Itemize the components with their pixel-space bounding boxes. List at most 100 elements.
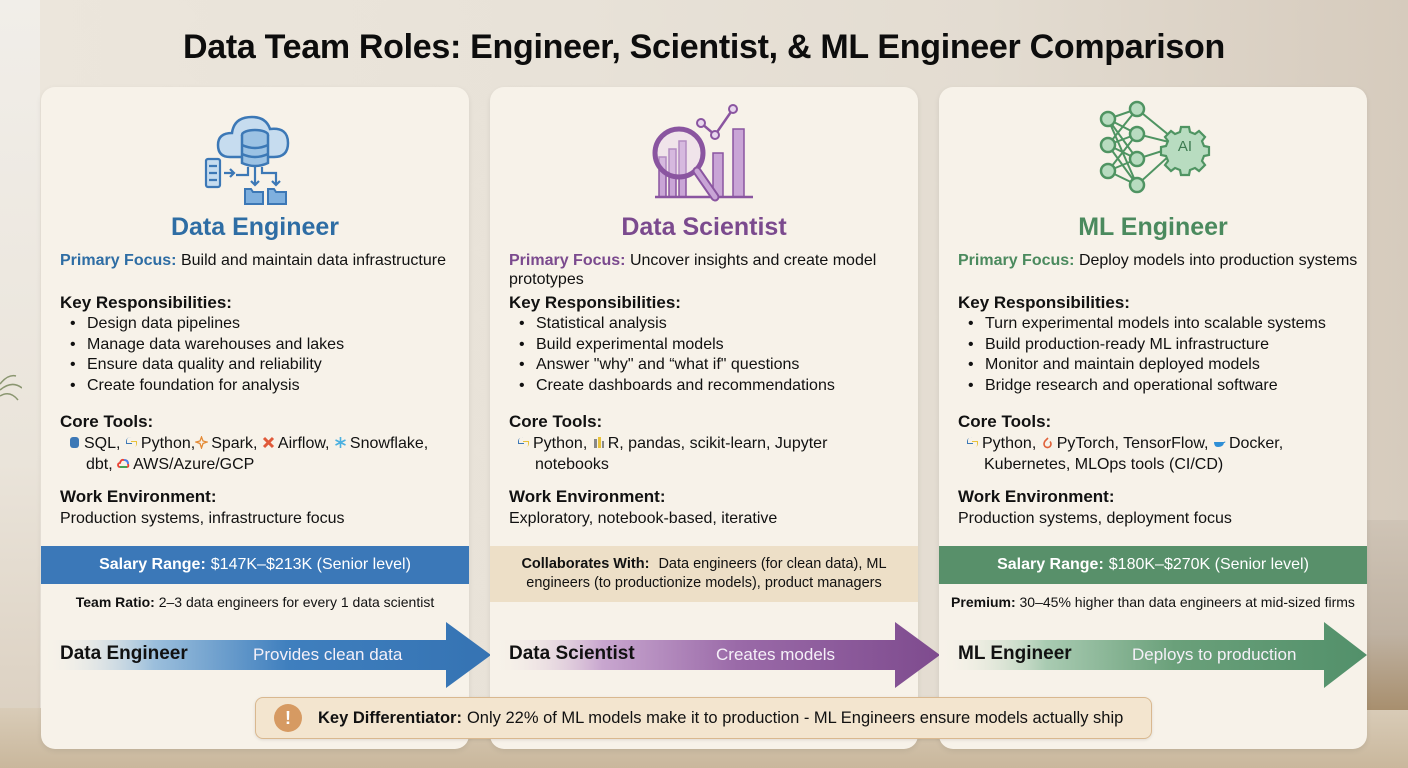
callout-text: Only 22% of ML models make it to product… <box>466 708 1124 727</box>
environment-text: Production systems, deployment focus <box>958 510 1232 527</box>
cloud-icon <box>117 458 130 468</box>
environment-heading: Work Environment: <box>509 487 666 506</box>
key-differentiator-callout: ! Key Differentiator: Only 22% of ML mod… <box>255 697 1152 739</box>
responsibilities-list: Turn experimental models into scalable s… <box>958 314 1358 396</box>
salary-band: Salary Range: $147K–$213K (Senior level) <box>41 546 469 584</box>
tool-item: dbt, <box>86 456 113 473</box>
tools-section: Core Tools: Python, PyTorch, TensorFlow,… <box>958 412 1358 475</box>
airflow-icon <box>262 436 274 449</box>
primary-focus-text: Deploy models into production systems <box>1078 252 1358 269</box>
flow-role-label: Data Scientist <box>509 643 635 664</box>
environment-section: Work Environment: Production systems, in… <box>60 487 460 529</box>
primary-focus-label: Primary Focus: <box>509 252 626 269</box>
list-item: Ensure data quality and reliability <box>60 355 460 376</box>
tool-item: Snowflake, <box>334 435 428 452</box>
tool-item: Docker, <box>1213 435 1283 452</box>
flow-arrow-data-scientist: Data Scientist Creates models <box>490 622 960 688</box>
arrow-right-icon <box>490 622 940 688</box>
list-item: Create dashboards and recommendations <box>509 376 909 397</box>
card-ml-engineer: AI ML Engineer Primary Focus: Deploy mod… <box>939 87 1367 749</box>
database-icon <box>70 437 79 448</box>
list-item: Manage data warehouses and lakes <box>60 335 460 356</box>
flow-action-label: Deploys to production <box>1132 645 1297 664</box>
tool-item: Airflow, <box>262 435 329 452</box>
tool-item: AWS/Azure/GCP <box>117 456 254 473</box>
primary-focus-label: Primary Focus: <box>958 252 1075 269</box>
salary-label: Salary Range: <box>99 556 206 573</box>
list-item: Statistical analysis <box>509 314 909 335</box>
salary-value: $180K–$270K (Senior level) <box>1108 556 1309 573</box>
flow-action-label: Creates models <box>716 645 836 664</box>
primary-focus-text: Build and maintain data infrastructure <box>180 252 446 269</box>
role-title: ML Engineer <box>1078 213 1228 241</box>
flow-role-label: Data Engineer <box>60 643 188 664</box>
collaborates-text-2: engineers (to productionize models), pro… <box>526 575 882 591</box>
background-wall <box>0 0 40 768</box>
salary-band: Salary Range: $180K–$270K (Senior level) <box>939 546 1367 584</box>
tools-section: Core Tools: Python, R, pandas, scikit-le… <box>509 412 909 475</box>
list-item: Turn experimental models into scalable s… <box>958 314 1358 335</box>
tool-item: Python, <box>517 435 587 452</box>
tool-item: Jupyter <box>774 435 828 452</box>
flow-arrow-data-engineer: Data Engineer Provides clean data <box>41 622 511 688</box>
collaborates-text: Data engineers (for clean data), ML <box>658 556 887 572</box>
environment-section: Work Environment: Exploratory, notebook-… <box>509 487 909 529</box>
card-data-engineer: Data Engineer Primary Focus: Build and m… <box>41 87 491 749</box>
spark-icon <box>195 436 209 449</box>
tool-item: R, <box>592 435 624 452</box>
r-icon <box>593 437 604 448</box>
environment-text: Production systems, infrastructure focus <box>60 510 345 527</box>
primary-focus-text: Uncover insights and create model protot… <box>509 252 877 288</box>
magnifier-chart-icon <box>652 104 753 202</box>
plant-decoration <box>0 374 22 401</box>
tool-item: Python, <box>125 435 195 452</box>
tool-item: PyTorch, <box>1041 435 1119 452</box>
python-icon <box>518 437 529 448</box>
python-icon <box>125 437 137 448</box>
environment-text: Exploratory, notebook-based, iterative <box>509 510 778 527</box>
responsibilities-section: Key Responsibilities: Turn experimental … <box>958 293 1358 396</box>
tools-list: Python, PyTorch, TensorFlow, Docker, Kub… <box>958 433 1358 475</box>
list-item: Monitor and maintain deployed models <box>958 355 1358 376</box>
flow-role-label: ML Engineer <box>958 643 1072 664</box>
svg-text:AI: AI <box>1178 138 1192 155</box>
tool-item: pandas, <box>628 435 686 452</box>
salary-value: $147K–$213K (Senior level) <box>210 556 411 573</box>
card-data-scientist: Data Scientist Primary Focus: Uncover in… <box>490 87 940 749</box>
tool-item: MLOps tools (CI/CD) <box>1074 456 1224 473</box>
environment-heading: Work Environment: <box>60 487 217 506</box>
tool-item: Python, <box>966 435 1036 452</box>
tool-item: Kubernetes, <box>984 456 1071 473</box>
team-ratio-note: Team Ratio: 2–3 data engineers for every… <box>75 594 435 610</box>
premium-note: Premium: 30–45% higher than data enginee… <box>951 594 1355 610</box>
tool-item: TensorFlow, <box>1123 435 1209 452</box>
list-item: Build experimental models <box>509 335 909 356</box>
tool-item: SQL, <box>68 435 120 452</box>
responsibilities-heading: Key Responsibilities: <box>509 293 681 312</box>
tools-heading: Core Tools: <box>958 412 1052 431</box>
list-item: Create foundation for analysis <box>60 376 460 397</box>
snowflake-icon <box>335 437 346 448</box>
tool-item: scikit-learn, <box>689 435 771 452</box>
environment-section: Work Environment: Production systems, de… <box>958 487 1358 529</box>
tools-heading: Core Tools: <box>60 412 154 431</box>
responsibilities-section: Key Responsibilities: Design data pipeli… <box>60 293 460 396</box>
pytorch-icon <box>1042 437 1052 449</box>
callout-label: Key Differentiator: <box>318 708 462 727</box>
responsibilities-section: Key Responsibilities: Statistical analys… <box>509 293 909 396</box>
arrow-right-icon <box>41 622 491 688</box>
flow-action-label: Provides clean data <box>253 645 403 664</box>
responsibilities-list: Design data pipelines Manage data wareho… <box>60 314 460 396</box>
tools-section: Core Tools: SQL, Python,Spark, Airflow, … <box>60 412 460 475</box>
tools-heading: Core Tools: <box>509 412 603 431</box>
primary-focus: Primary Focus: Build and maintain data i… <box>60 251 460 270</box>
page-title: Data Team Roles: Engineer, Scientist, & … <box>183 28 1225 66</box>
list-item: Design data pipelines <box>60 314 460 335</box>
collaborates-label: Collaborates With: <box>521 556 650 572</box>
environment-heading: Work Environment: <box>958 487 1115 506</box>
arrow-right-icon <box>939 622 1367 688</box>
role-title: Data Engineer <box>170 213 340 241</box>
neural-network-ai-icon: AI <box>1099 100 1211 194</box>
tool-item: notebooks <box>535 456 609 473</box>
role-title: Data Scientist <box>621 213 787 241</box>
